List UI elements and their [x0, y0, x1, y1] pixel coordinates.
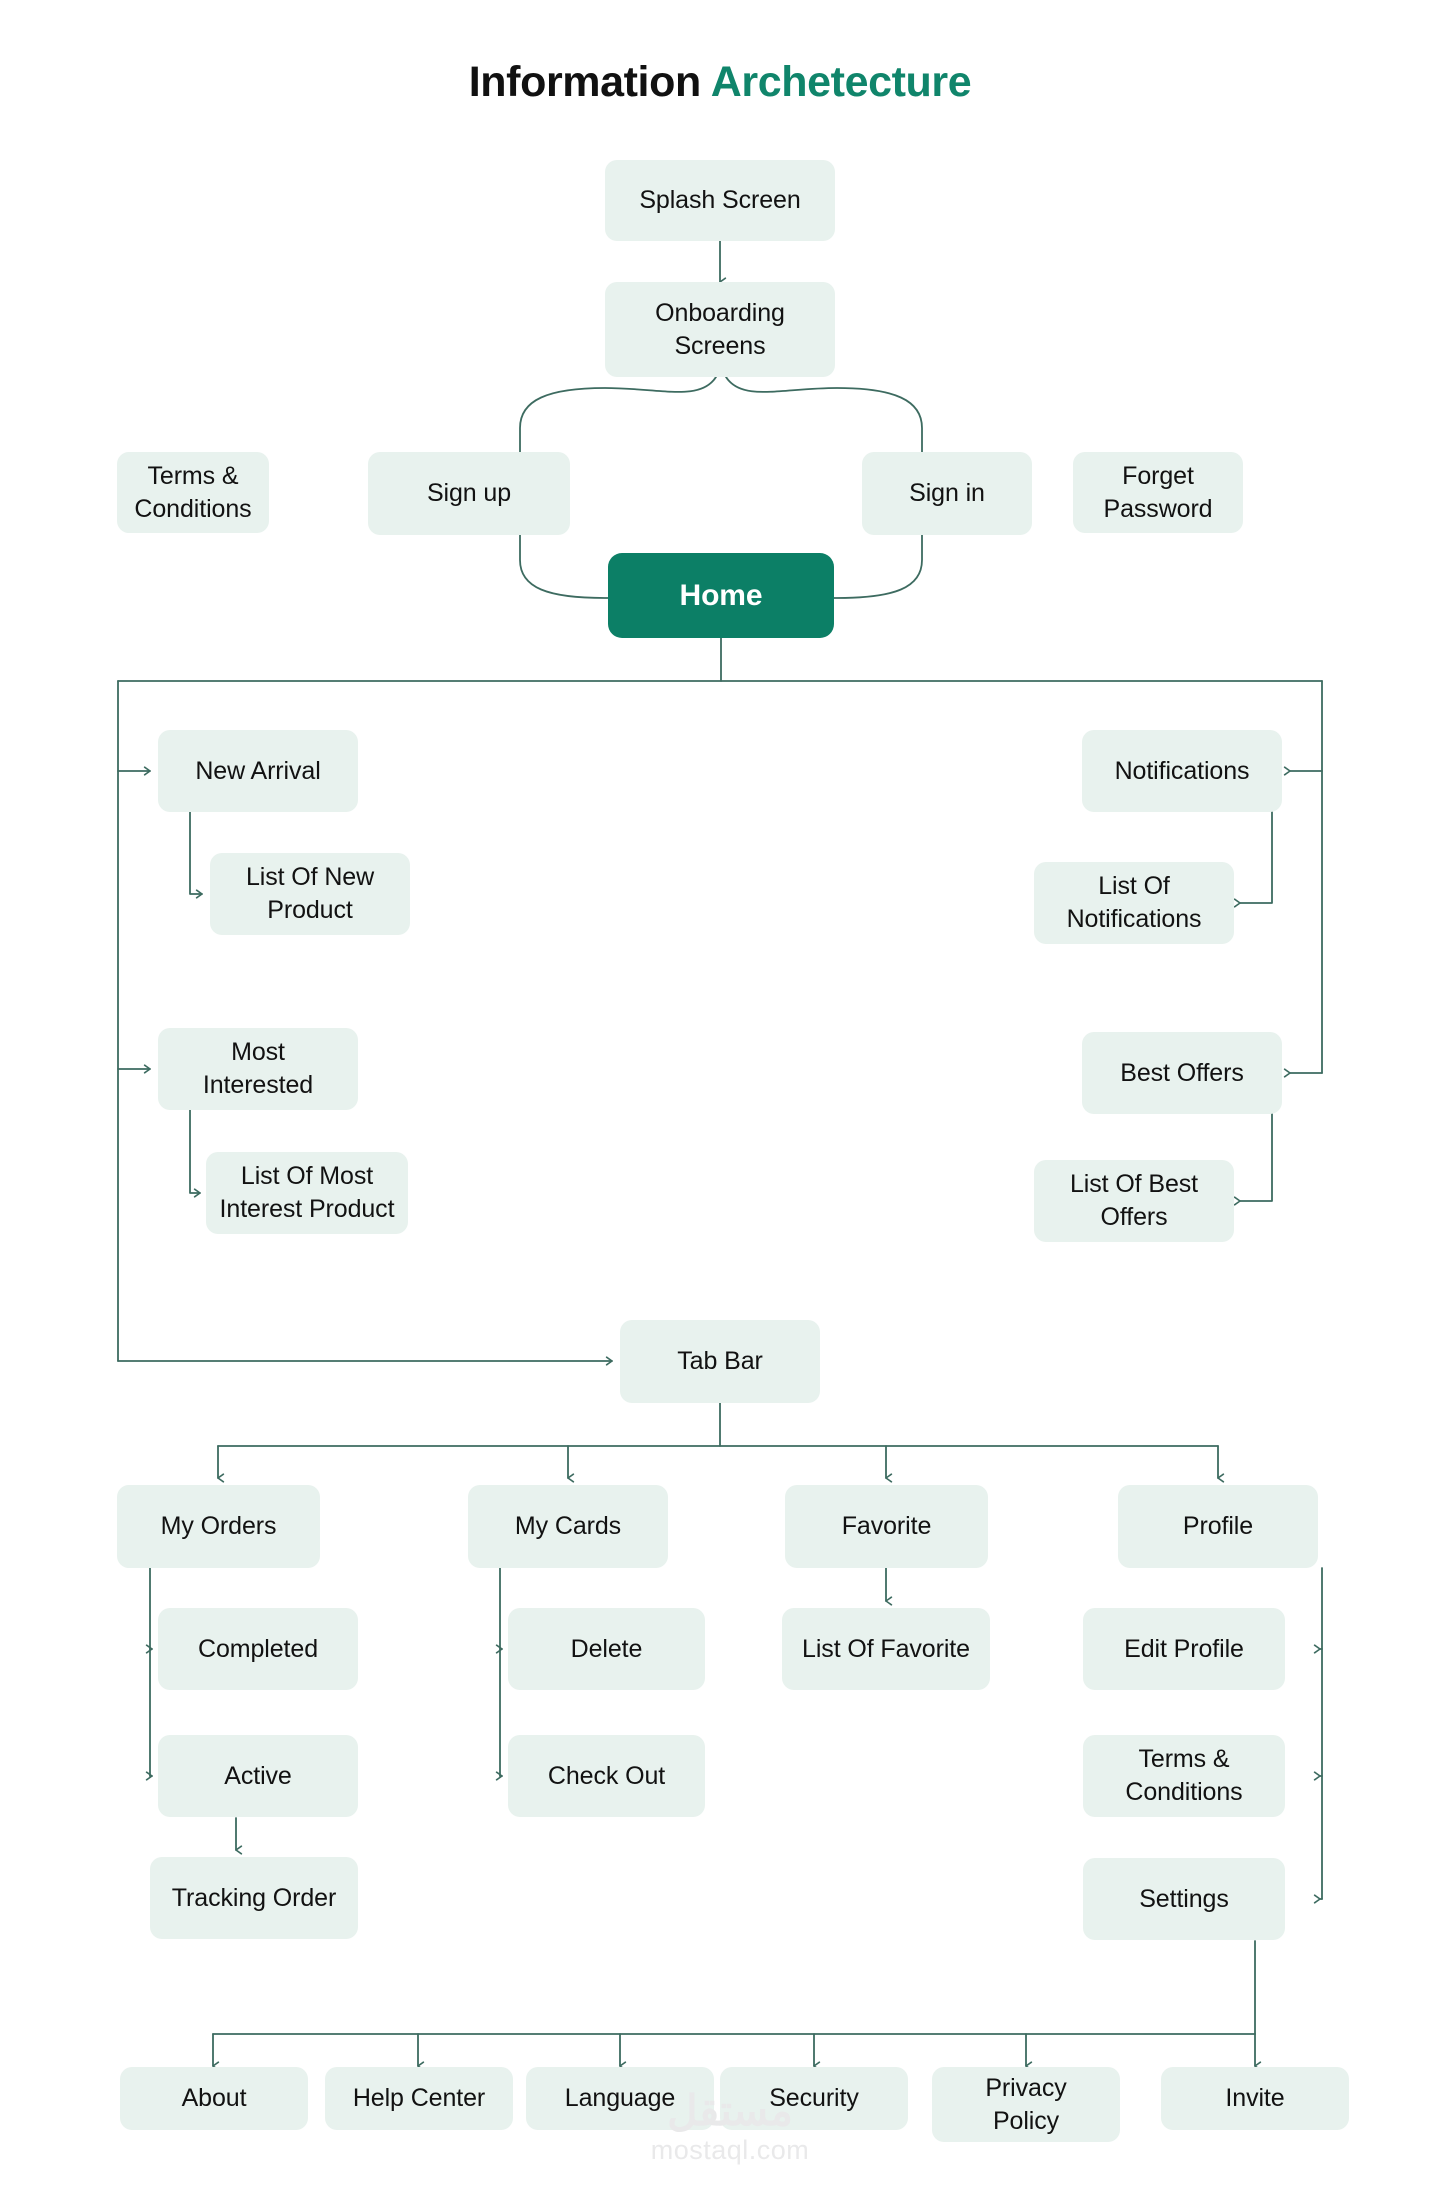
node-best-offers[interactable]: Best Offers — [1082, 1032, 1282, 1114]
node-sign-up-label: Sign up — [426, 479, 512, 507]
node-about-label: About — [181, 2084, 247, 2112]
node-new-arrival-label: New Arrival — [195, 756, 321, 785]
node-notifications-label: Notifications — [1114, 756, 1250, 785]
node-terms-conditions-auth-label: Terms & Conditions — [134, 461, 252, 523]
node-home[interactable]: Home — [608, 553, 834, 638]
node-onboarding-screens-label: Onboarding Screens — [655, 298, 785, 360]
node-invite-label: Invite — [1225, 2084, 1285, 2112]
node-terms-conditions-profile[interactable]: Terms & Conditions — [1083, 1735, 1285, 1817]
node-delete[interactable]: Delete — [508, 1608, 705, 1690]
watermark-latin: mostaql.com — [650, 2135, 810, 2165]
edge-best-offers-to-list — [1233, 1112, 1273, 1206]
node-language[interactable]: Language — [526, 2067, 714, 2130]
node-security-label: Security — [769, 2084, 859, 2112]
node-check-out[interactable]: Check Out — [508, 1735, 705, 1817]
node-most-interested-label: Most Interested — [202, 1038, 314, 1099]
node-settings[interactable]: Settings — [1083, 1858, 1285, 1940]
edge-signin-to-home — [833, 534, 923, 599]
node-notifications[interactable]: Notifications — [1082, 730, 1282, 812]
node-tracking-order-label: Tracking Order — [171, 1883, 337, 1912]
node-list-of-new-product-label: List Of New Product — [245, 863, 375, 924]
node-list-of-most-interest-product[interactable]: List Of Most Interest Product — [206, 1152, 408, 1234]
node-home-label: Home — [679, 578, 763, 612]
node-favorite[interactable]: Favorite — [785, 1485, 988, 1568]
node-list-of-notifications-label: List Of Notifications — [1066, 872, 1202, 933]
node-list-of-best-offers[interactable]: List Of Best Offers — [1034, 1160, 1234, 1242]
node-my-cards[interactable]: My Cards — [468, 1485, 668, 1568]
node-completed[interactable]: Completed — [158, 1608, 358, 1690]
node-my-orders[interactable]: My Orders — [117, 1485, 320, 1568]
node-best-offers-label: Best Offers — [1120, 1058, 1244, 1087]
node-my-cards-label: My Cards — [514, 1512, 622, 1540]
node-list-of-notifications[interactable]: List Of Notifications — [1034, 862, 1234, 944]
edge-onboarding-to-signup — [519, 376, 717, 453]
page-title-accent: Archetecture — [710, 58, 972, 106]
node-list-of-best-offers-label: List Of Best Offers — [1069, 1170, 1198, 1231]
node-sign-in[interactable]: Sign in — [862, 452, 1032, 535]
node-favorite-label: Favorite — [841, 1512, 932, 1540]
node-edit-profile[interactable]: Edit Profile — [1083, 1608, 1285, 1690]
node-privacy-policy[interactable]: Privacy Policy — [932, 2067, 1120, 2142]
page-title: Information Archetecture — [0, 58, 1440, 107]
node-active[interactable]: Active — [158, 1735, 358, 1817]
node-tracking-order[interactable]: Tracking Order — [150, 1857, 358, 1939]
node-sign-in-label: Sign in — [909, 479, 985, 507]
node-completed-label: Completed — [198, 1634, 318, 1663]
node-splash-screen[interactable]: Splash Screen — [605, 160, 835, 241]
node-about[interactable]: About — [120, 2067, 308, 2130]
node-help-center-label: Help Center — [352, 2084, 486, 2112]
node-forget-password-label: Forget Password — [1103, 461, 1213, 523]
node-settings-label: Settings — [1139, 1884, 1229, 1913]
node-onboarding-screens[interactable]: Onboarding Screens — [605, 282, 835, 377]
node-forget-password[interactable]: Forget Password — [1073, 452, 1243, 533]
node-edit-profile-label: Edit Profile — [1124, 1634, 1244, 1663]
node-security[interactable]: Security — [720, 2067, 908, 2130]
node-active-label: Active — [224, 1761, 292, 1790]
node-terms-conditions-profile-label: Terms & Conditions — [1125, 1745, 1243, 1806]
node-sign-up[interactable]: Sign up — [368, 452, 570, 535]
edge-notifications-to-list — [1233, 811, 1273, 908]
node-most-interested[interactable]: Most Interested — [158, 1028, 358, 1110]
node-invite[interactable]: Invite — [1161, 2067, 1349, 2130]
node-tab-bar-label: Tab Bar — [677, 1347, 763, 1375]
edge-new-arrival-to-list — [189, 811, 203, 899]
node-language-label: Language — [564, 2084, 676, 2112]
node-list-of-favorite-label: List Of Favorite — [802, 1634, 970, 1663]
node-profile[interactable]: Profile — [1118, 1485, 1318, 1568]
node-splash-screen-label: Splash Screen — [639, 186, 801, 214]
node-list-of-favorite[interactable]: List Of Favorite — [782, 1608, 990, 1690]
node-tab-bar[interactable]: Tab Bar — [620, 1320, 820, 1403]
node-my-orders-label: My Orders — [160, 1512, 277, 1540]
node-profile-label: Profile — [1182, 1512, 1254, 1540]
node-new-arrival[interactable]: New Arrival — [158, 730, 358, 812]
edge-signup-to-home — [519, 534, 609, 599]
node-help-center[interactable]: Help Center — [325, 2067, 513, 2130]
node-privacy-policy-label: Privacy Policy — [985, 2073, 1067, 2135]
edge-most-interested-to-list — [189, 1109, 201, 1198]
node-list-of-most-interest-product-label: List Of Most Interest Product — [219, 1162, 395, 1223]
page-title-main: Information — [468, 58, 711, 106]
node-delete-label: Delete — [570, 1634, 643, 1663]
edge-onboarding-to-signin — [725, 376, 923, 453]
node-terms-conditions-auth[interactable]: Terms & Conditions — [117, 452, 269, 533]
node-check-out-label: Check Out — [547, 1761, 666, 1790]
node-list-of-new-product[interactable]: List Of New Product — [210, 853, 410, 935]
